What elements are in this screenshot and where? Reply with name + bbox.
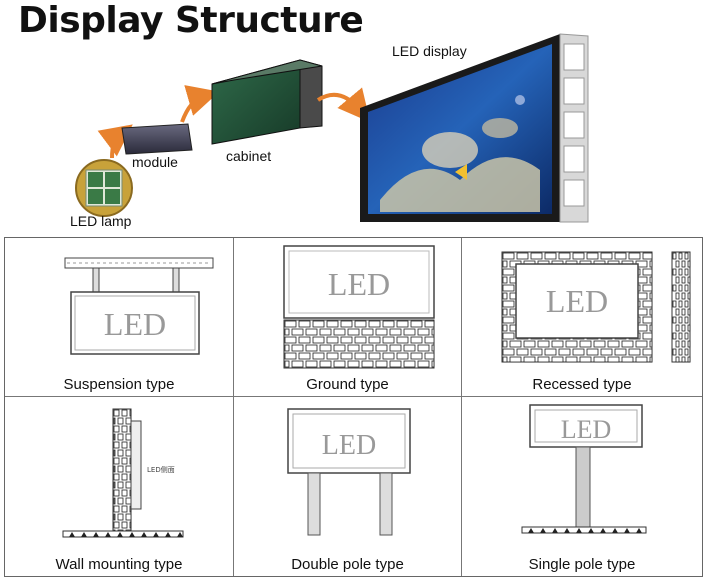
ground-type-drawing: LED: [283, 245, 435, 369]
caption-single-pole: Single pole type: [528, 556, 636, 573]
recessed-type-drawing: LED: [501, 251, 691, 363]
type-cell-single-pole: LED Single pole type: [462, 397, 702, 576]
single-pole-type-drawing: LED: [521, 404, 647, 534]
wall-mounting-type-drawing: LED侧面: [62, 408, 184, 538]
cabinet-icon: [211, 59, 323, 145]
type-cell-recessed: LED Recessed type: [462, 238, 702, 397]
arrow-module-to-cabinet: [180, 85, 220, 123]
structure-flow-illustration: [75, 33, 589, 223]
led-lamp-icon: [75, 159, 133, 217]
single-pole-sign-text: LED: [561, 415, 612, 444]
caption-ground: Ground type: [306, 376, 389, 393]
module-icon: [121, 123, 193, 155]
caption-wall-mounting: Wall mounting type: [55, 556, 183, 573]
module-label: module: [132, 154, 178, 170]
ground-sign-text: LED: [328, 266, 390, 302]
brick-base: [283, 319, 435, 369]
led-display-icon: [360, 33, 589, 223]
led-lamp-label: LED lamp: [70, 213, 132, 229]
double-pole-type-drawing: LED: [287, 408, 411, 536]
type-cell-double-pole: LED Double pole type: [234, 397, 462, 576]
ground-line: [521, 526, 647, 534]
caption-suspension: Suspension type: [63, 376, 175, 393]
led-display-label: LED display: [392, 43, 467, 59]
page-title: Display Structure: [18, 0, 364, 41]
type-cell-ground: LED Ground type: [234, 238, 462, 397]
type-cell-suspension: LED Suspension type: [5, 238, 234, 397]
cabinet-label: cabinet: [226, 148, 272, 164]
type-cell-wall-mounting: LED侧面 Wall mounting type: [5, 397, 234, 576]
caption-recessed: Recessed type: [532, 376, 632, 393]
arrow-lamp-to-module: [97, 124, 133, 159]
brick-side-wall: [671, 251, 691, 363]
ground-line: [62, 530, 184, 538]
brick-wall: [112, 408, 132, 534]
installation-types-grid: LED Suspension type LED Ground type LED …: [4, 237, 703, 577]
caption-double-pole: Double pole type: [291, 556, 404, 573]
double-pole-sign-text: LED: [322, 430, 376, 461]
suspension-type-drawing: LED: [64, 257, 214, 355]
recessed-sign-text: LED: [546, 283, 608, 319]
arrow-cabinet-to-display: [316, 87, 371, 123]
suspension-sign-text: LED: [104, 306, 166, 342]
wall-sign-text: LED侧面: [147, 465, 175, 474]
